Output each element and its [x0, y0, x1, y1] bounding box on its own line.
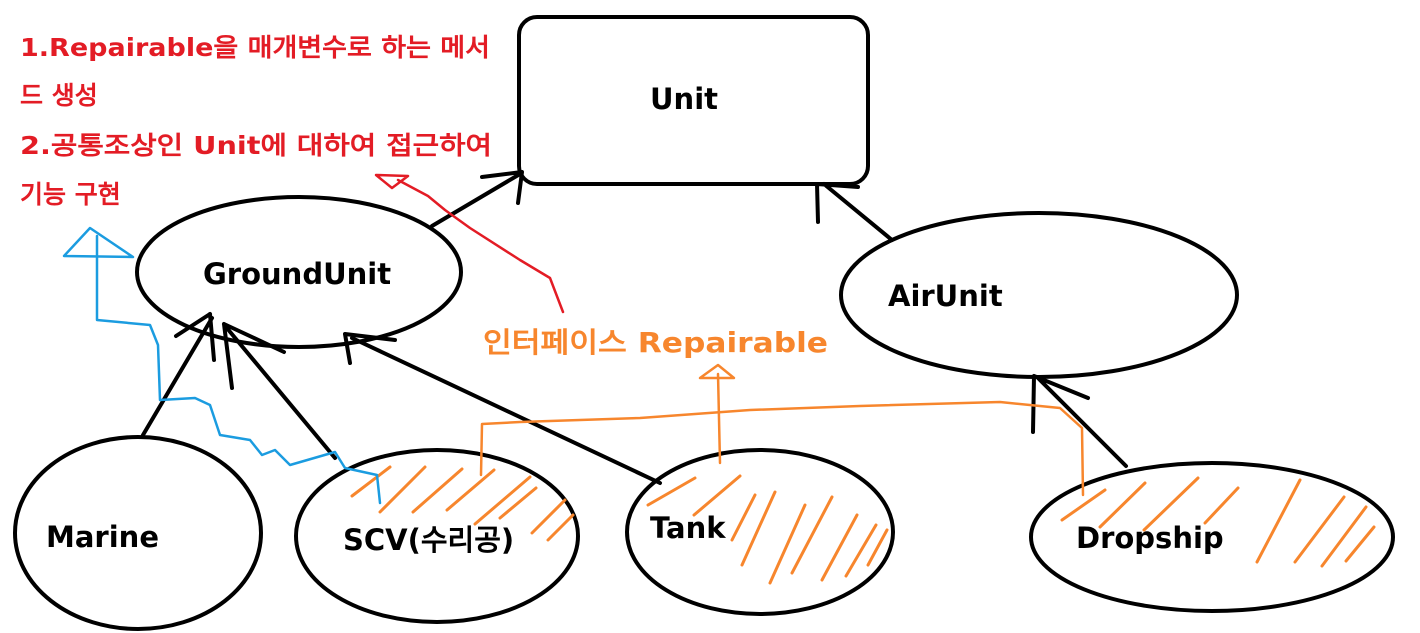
arrow-airunit-to-unit	[815, 182, 894, 242]
ground-unit-ellipse	[135, 195, 463, 349]
note-line-3: 2.공통조상인 Unit에 대하여 접근하여	[20, 131, 492, 160]
red-path	[396, 178, 565, 314]
inheritance-arrows	[141, 170, 1128, 485]
note-line-2: 드 생성	[20, 81, 98, 110]
note-line-1: 1.Repairable을 매개변수로 하는 메서	[20, 33, 490, 62]
air-unit-label: AirUnit	[888, 279, 1003, 313]
interface-label: 인터페이스 Repairable	[483, 326, 828, 359]
scv-ellipse	[294, 448, 580, 624]
note-line-4: 기능 구현	[20, 180, 121, 209]
arrow-scv-to-groundunit	[222, 322, 337, 460]
tank-label: Tank	[650, 511, 726, 545]
marine-label: Marine	[46, 520, 159, 554]
blue-arrowhead	[62, 226, 135, 259]
scv-label: SCV(수리공)	[343, 523, 514, 557]
unit-box	[517, 15, 870, 186]
ground-unit-label: GroundUnit	[203, 257, 391, 291]
blue-path	[95, 234, 382, 505]
arrow-dropship-to-airunit	[1031, 374, 1128, 468]
orange-hatching	[350, 465, 1376, 585]
arrow-marine-to-groundunit	[141, 312, 216, 437]
dropship-ellipse	[1029, 461, 1395, 613]
marine-ellipse	[13, 435, 263, 631]
blue-arrow	[62, 226, 382, 505]
dropship-label: Dropship	[1076, 521, 1224, 555]
orange-arrowhead	[698, 363, 736, 380]
red-arrow	[374, 173, 565, 314]
red-arrowhead	[374, 173, 410, 190]
orange-stem	[716, 372, 722, 465]
orange-connector	[479, 400, 1085, 497]
arrow-tank-to-groundunit	[343, 332, 662, 485]
orange-interface-lines	[479, 363, 1085, 497]
arrow-groundunit-to-unit	[430, 170, 524, 228]
tank-ellipse	[625, 448, 895, 616]
unit-label: Unit	[650, 82, 718, 116]
